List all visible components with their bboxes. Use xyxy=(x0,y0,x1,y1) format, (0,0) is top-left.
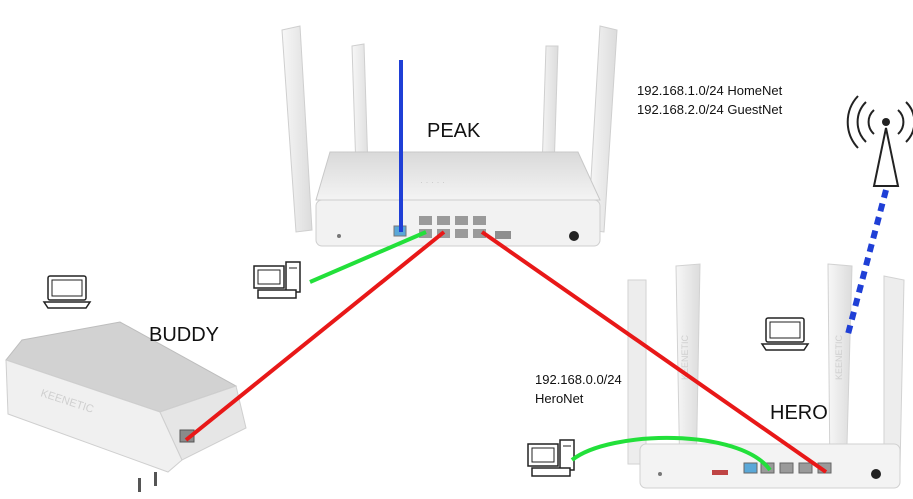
hero-antenna xyxy=(627,279,647,465)
peak-buddy-cable xyxy=(184,230,446,442)
desktop-pc-icon xyxy=(253,261,301,299)
hero-antenna xyxy=(883,275,905,469)
peak-antenna xyxy=(587,25,618,233)
hero-lan-cable xyxy=(570,436,772,472)
buddy-plug-pin xyxy=(154,472,157,486)
hero-router-icon: KEENETIC KEENETIC xyxy=(627,263,905,489)
hero-wan-port xyxy=(743,462,758,474)
peak-homenet-label: 192.168.1.0/24 HomeNet xyxy=(637,83,783,98)
peak-label: PEAK xyxy=(427,120,481,142)
desktop-pc-icon xyxy=(527,439,575,477)
laptop-icon xyxy=(42,275,92,309)
peak-hero-cable xyxy=(480,230,828,474)
peak-body-top xyxy=(315,151,601,201)
buddy-front xyxy=(5,359,183,473)
hero-wireless-uplink xyxy=(845,189,889,335)
hero-subnet-label: 192.168.0.0/24 xyxy=(535,372,622,387)
peak-guestnet-label: 192.168.2.0/24 GuestNet xyxy=(637,102,783,117)
hero-net-name-label: HeroNet xyxy=(535,391,584,406)
peak-router-icon: · · · · · xyxy=(281,25,618,247)
buddy-plug-pin xyxy=(138,478,141,492)
cell-tower-icon xyxy=(846,95,913,187)
svg-text:· · · · ·: · · · · · xyxy=(420,177,445,187)
buddy-repeater-icon: KEENETIC xyxy=(5,321,247,492)
svg-text:KEENETIC: KEENETIC xyxy=(834,334,844,380)
buddy-label: BUDDY xyxy=(149,324,220,346)
hero-label: HERO xyxy=(770,402,828,424)
laptop-icon xyxy=(760,317,810,351)
peak-lan-cable xyxy=(309,230,427,284)
svg-text:KEENETIC: KEENETIC xyxy=(680,334,690,380)
peak-antenna xyxy=(281,25,313,233)
